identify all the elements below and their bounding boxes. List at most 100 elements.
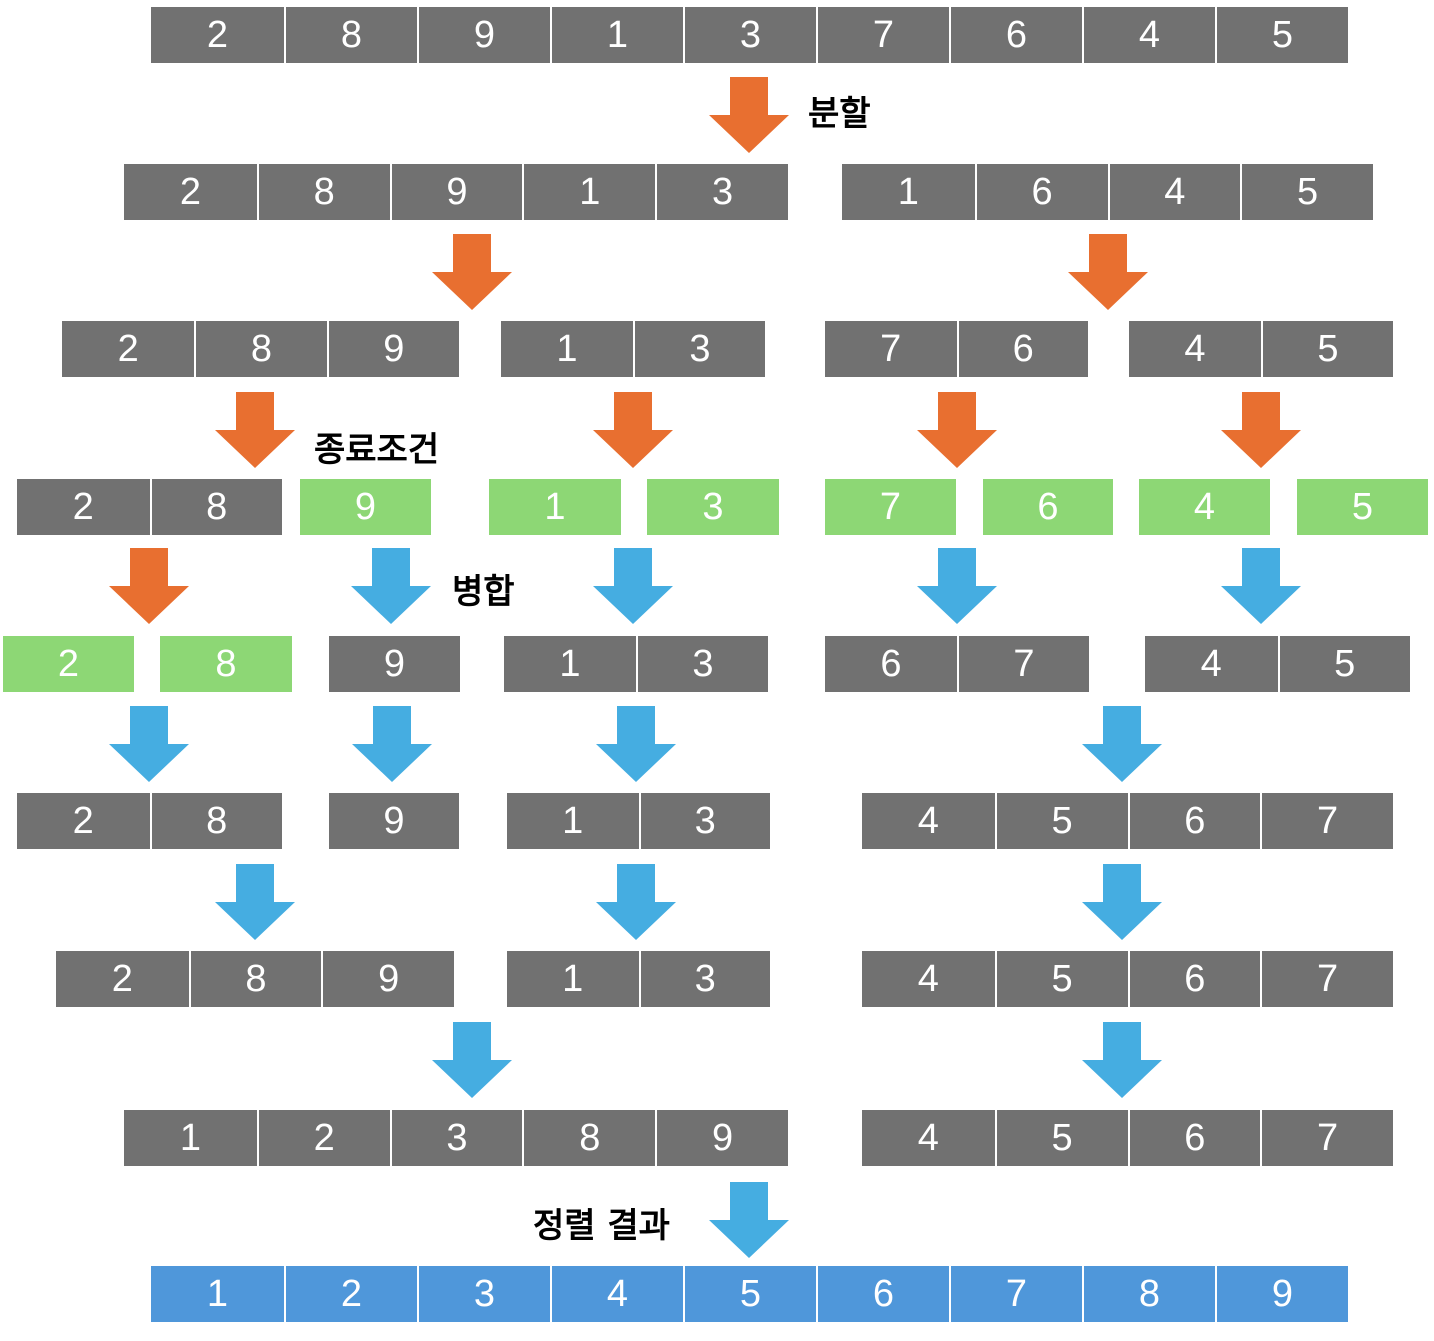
arrow-shape — [215, 864, 295, 940]
array-cell: 1 — [550, 7, 683, 63]
arrow-shape — [1068, 234, 1148, 310]
array-cell: 1 — [124, 1110, 257, 1166]
array-cell: 8 — [522, 1110, 656, 1166]
array-block: 8 — [160, 636, 292, 692]
array-cell: 4 — [550, 1266, 683, 1322]
array-cell: 1 — [507, 793, 639, 849]
array-cell: 4 — [862, 793, 995, 849]
arrow-shape — [1082, 1022, 1162, 1098]
array-cell: 1 — [522, 164, 656, 220]
array-cell: 5 — [994, 793, 1128, 849]
array-cell: 5 — [1297, 479, 1428, 535]
merge-arrow-icon — [1082, 706, 1162, 782]
arrow-shape — [917, 548, 997, 624]
array-block: 1 — [489, 479, 621, 535]
array-cell: 3 — [655, 164, 788, 220]
array-cell: 5 — [1277, 636, 1410, 692]
array-cell: 8 — [284, 7, 417, 63]
merge-arrow-icon — [1221, 548, 1301, 624]
array-cell: 3 — [638, 951, 770, 1007]
array-cell: 2 — [17, 793, 150, 849]
array-cell: 9 — [389, 164, 523, 220]
array-cell: 5 — [1240, 164, 1373, 220]
array-cell: 9 — [321, 951, 454, 1007]
array-cell: 6 — [825, 636, 957, 692]
split-label: 분할 — [808, 94, 871, 134]
array-cell: 7 — [825, 321, 957, 377]
array-cell: 2 — [17, 479, 150, 535]
array-cell: 7 — [816, 7, 949, 63]
array-cell: 7 — [1260, 793, 1393, 849]
merge-arrow-icon — [432, 1022, 512, 1098]
array-cell: 8 — [149, 793, 282, 849]
array-cell: 8 — [188, 951, 322, 1007]
array-cell: 1 — [501, 321, 633, 377]
split-arrow-icon — [917, 392, 997, 468]
arrow-shape — [1221, 548, 1301, 624]
array-cell: 8 — [160, 636, 292, 692]
array-block: 9 — [329, 636, 460, 692]
array-cell: 2 — [124, 164, 257, 220]
array-cell: 8 — [256, 164, 390, 220]
merge-arrow-icon — [109, 706, 189, 782]
end-condition-label: 종료조건 — [314, 430, 440, 470]
array-cell: 2 — [284, 1266, 417, 1322]
array-cell: 3 — [389, 1110, 523, 1166]
split-arrow-icon — [215, 392, 295, 468]
array-cell: 5 — [994, 1110, 1128, 1166]
arrow-shape — [596, 706, 676, 782]
array-cell: 6 — [1127, 951, 1261, 1007]
arrow-shape — [432, 1022, 512, 1098]
array-cell: 2 — [3, 636, 134, 692]
array-cell: 3 — [417, 1266, 550, 1322]
array-cell: 5 — [994, 951, 1128, 1007]
array-cell: 7 — [949, 1266, 1082, 1322]
array-cell: 9 — [329, 793, 459, 849]
split-arrow-icon — [432, 234, 512, 310]
arrow-shape — [1221, 392, 1301, 468]
array-cell: 3 — [633, 321, 765, 377]
array-cell: 8 — [1082, 1266, 1215, 1322]
array-cell: 4 — [1082, 7, 1215, 63]
arrow-shape — [596, 864, 676, 940]
merge-arrow-icon — [917, 548, 997, 624]
array-cell: 1 — [151, 1266, 284, 1322]
array-cell: 4 — [1145, 636, 1278, 692]
array-cell: 4 — [1107, 164, 1241, 220]
array-block: 9 — [300, 479, 431, 535]
merge-arrow-icon — [352, 706, 432, 782]
array-cell: 9 — [1215, 1266, 1348, 1322]
array-cell: 5 — [683, 1266, 816, 1322]
array-cell: 9 — [655, 1110, 788, 1166]
arrow-shape — [593, 392, 673, 468]
arrow-shape — [1082, 706, 1162, 782]
array-cell: 6 — [974, 164, 1108, 220]
array-cell: 7 — [1260, 1110, 1393, 1166]
array-block: 7 — [825, 479, 956, 535]
array-cell: 2 — [62, 321, 195, 377]
merge-arrow-icon — [593, 548, 673, 624]
arrow-shape — [709, 77, 789, 153]
array-cell: 6 — [949, 7, 1082, 63]
merge-arrow-icon — [1082, 864, 1162, 940]
array-cell: 7 — [957, 636, 1089, 692]
merge-arrow-icon — [596, 864, 676, 940]
merge-arrow-icon — [215, 864, 295, 940]
array-cell: 4 — [1129, 321, 1261, 377]
array-cell: 1 — [489, 479, 621, 535]
array-cell: 6 — [816, 1266, 949, 1322]
arrow-shape — [1082, 864, 1162, 940]
